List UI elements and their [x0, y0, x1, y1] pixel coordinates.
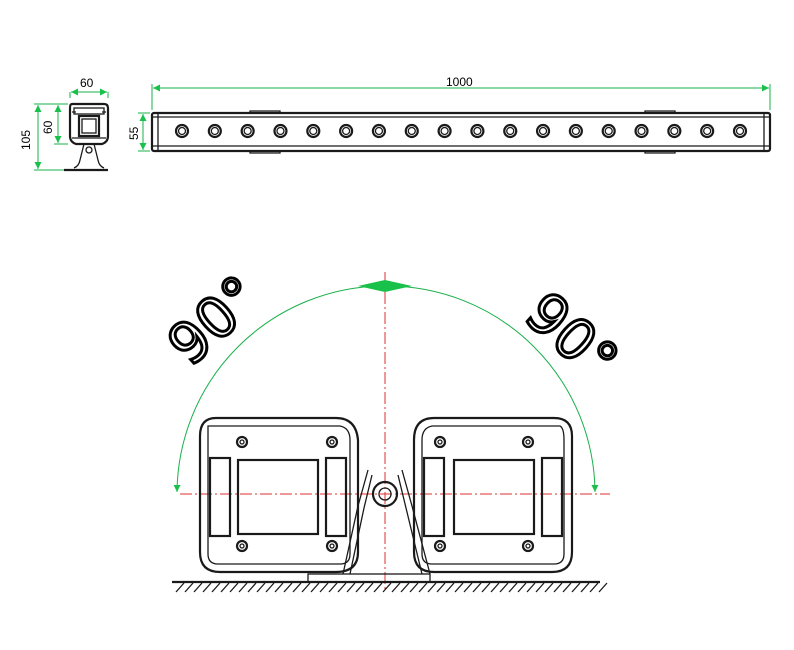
- led-16: [667, 123, 682, 139]
- led-1: [174, 123, 190, 139]
- led-15: [634, 123, 649, 139]
- front-view: 1000 55: [127, 75, 772, 154]
- led-9: [437, 123, 452, 139]
- right-head-lens: [452, 458, 536, 536]
- led-10: [470, 123, 485, 139]
- led-5: [306, 123, 321, 139]
- side-view-bracket: [73, 143, 105, 169]
- led-12: [535, 123, 551, 139]
- left-head-side-panel-right: [324, 456, 348, 538]
- side-total-height-label: 105: [19, 130, 33, 150]
- side-width-label: 60: [80, 76, 94, 90]
- bar-length-label: 1000: [446, 75, 473, 89]
- mount-base-plate: [307, 573, 431, 583]
- left-angle-label: 90°: [156, 264, 273, 379]
- left-fixture-head: [198, 416, 360, 574]
- led-6: [339, 123, 354, 139]
- bar-body: [150, 111, 772, 153]
- side-view: 60 105 60: [19, 76, 110, 172]
- left-rotation-arc: [173, 285, 384, 493]
- rotation-view: 90° 90°: [154, 262, 631, 593]
- led-3: [240, 123, 255, 139]
- ground-hatch: [175, 582, 608, 593]
- led-11: [503, 123, 518, 139]
- led-8: [404, 123, 419, 139]
- led-18: [732, 123, 748, 139]
- right-head-side-panel-left: [422, 456, 446, 538]
- led-17: [700, 123, 715, 139]
- led-row: [174, 123, 748, 139]
- right-head-side-panel-right: [540, 456, 564, 538]
- side-view-body: [68, 102, 110, 146]
- led-2: [207, 123, 222, 139]
- left-head-lens: [236, 458, 320, 536]
- left-head-side-panel-left: [208, 456, 232, 538]
- led-7: [371, 123, 387, 139]
- led-4: [273, 123, 288, 139]
- led-13: [568, 123, 583, 139]
- led-14: [601, 123, 616, 139]
- pivot-bolt: [371, 480, 399, 508]
- side-body-height-label: 60: [41, 120, 55, 134]
- right-fixture-head: [412, 416, 574, 574]
- right-angle-label: 90°: [513, 280, 630, 395]
- bar-height-label: 55: [127, 126, 141, 140]
- side-view-lens: [77, 114, 101, 138]
- right-rotation-arc: [386, 285, 599, 493]
